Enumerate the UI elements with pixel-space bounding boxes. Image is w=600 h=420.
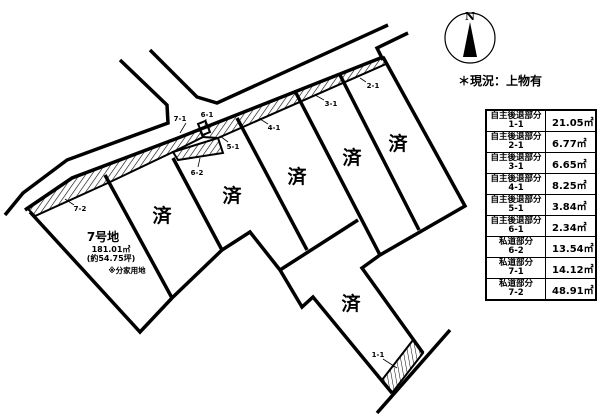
strip-label: 5-1 <box>227 143 240 151</box>
front-boundary <box>24 55 384 212</box>
area-id: 5-1 <box>508 204 524 214</box>
lot-right-boundary <box>359 56 468 355</box>
road-edge-upper-left <box>3 58 170 217</box>
north-label: N <box>465 10 475 23</box>
outer-boundary <box>28 210 394 395</box>
sold-mark: 済 <box>342 146 362 169</box>
strip-label: 6-2 <box>191 169 204 177</box>
area-value: 13.54㎡ <box>545 236 597 258</box>
area-value: 21.05㎡ <box>545 109 597 132</box>
strip-label: 2-1 <box>367 82 380 90</box>
area-id: 7-1 <box>508 267 524 277</box>
area-type-label: 私道部分 <box>498 237 533 247</box>
lot7-remark: ※分家用地 <box>108 265 146 275</box>
sold-mark: 済 <box>341 292 361 315</box>
strip-6-2 <box>171 136 225 162</box>
north-arrow-icon: N <box>444 10 496 64</box>
area-id: 1-1 <box>508 120 524 130</box>
area-type-label: 私道部分 <box>498 258 533 268</box>
area-id: 6-2 <box>508 246 524 256</box>
lot-back-line <box>279 218 359 272</box>
lot-divider <box>338 74 421 231</box>
current-status-note: ＊現況：上物有 <box>458 74 543 88</box>
area-type-label: 自主後退部分 <box>490 111 542 121</box>
area-type-label: 自主後退部分 <box>490 195 542 205</box>
area-id: 4-1 <box>508 183 524 193</box>
strip-label: 1-1 <box>372 351 385 359</box>
area-value: 6.65㎡ <box>545 152 597 174</box>
strip-label: 7-2 <box>74 205 87 213</box>
area-value: 6.77㎡ <box>545 131 597 153</box>
area-id: 3-1 <box>508 162 524 172</box>
area-id: 6-1 <box>508 225 524 235</box>
lot-divider <box>235 117 309 251</box>
area-type-label: 自主後退部分 <box>490 132 542 142</box>
area-type-label: 私道部分 <box>498 279 533 289</box>
area-value: 14.12㎡ <box>545 257 597 279</box>
lot-divider <box>103 174 174 299</box>
area-value: 3.84㎡ <box>545 194 597 216</box>
road-edge-upper-right <box>148 23 389 105</box>
area-value: 8.25㎡ <box>545 173 597 195</box>
sold-mark: 済 <box>287 165 307 188</box>
strip-label: 7-1 <box>174 115 187 123</box>
area-type-label: 自主後退部分 <box>490 174 542 184</box>
sold-mark: 済 <box>152 204 172 227</box>
strip-label: 4-1 <box>268 124 281 132</box>
sold-mark: 済 <box>388 132 408 155</box>
area-value: 48.91㎡ <box>545 278 597 301</box>
area-id: 7-2 <box>508 288 524 298</box>
lot7-name: 7号地 <box>87 229 119 244</box>
strip-label: 6-1 <box>201 111 214 119</box>
lot-divider <box>294 92 382 256</box>
strip-label: 3-1 <box>325 100 338 108</box>
area-type-label: 自主後退部分 <box>490 153 542 163</box>
lot7-area: 181.01㎡ <box>92 244 131 254</box>
lot7-tsubo: (約54.75坪) <box>87 253 136 263</box>
sold-mark: 済 <box>222 184 242 207</box>
area-type-label: 自主後退部分 <box>490 216 542 226</box>
area-id: 2-1 <box>508 141 524 151</box>
road-edge-bottom-right <box>375 328 452 415</box>
lot-divider <box>171 157 224 251</box>
area-value: 2.34㎡ <box>545 215 597 237</box>
